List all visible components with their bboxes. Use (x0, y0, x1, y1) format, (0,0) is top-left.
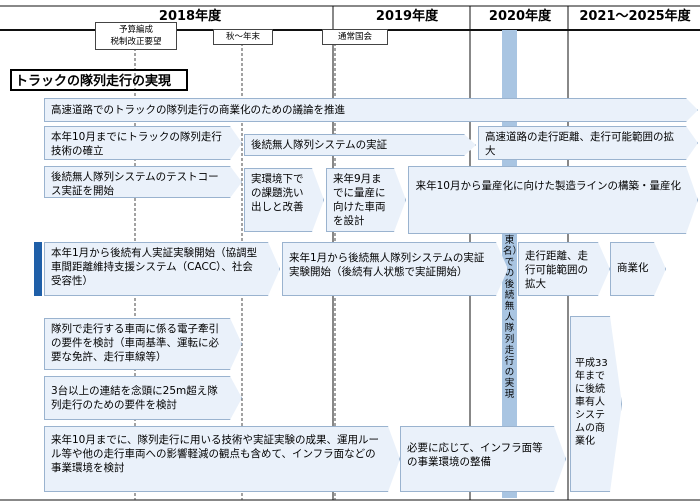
arrow-manned-commercial: 平成33年までに後続車有人システムの商業化 (570, 316, 622, 492)
arrow-infrastructure-study: 来年10月までに、隊列走行に用いる技術や実証実験の成果、運用ルール等や他の走行車… (44, 426, 400, 492)
year-2018: 2018年度 (158, 9, 222, 24)
arrow-unmanned-demo: 後続無人隊列システムの実証 (244, 134, 476, 156)
arrow-unmanned-experiment: 来年1月から後続無人隊列システムの実証実験開始（後続有人状態で実証開始） (282, 242, 508, 296)
year-2021-2025: 2021～2025年度 (579, 9, 691, 24)
section-accent (34, 242, 42, 296)
arrow-commercialize: 商業化 (610, 242, 666, 296)
note-autumn: 秋～年末 (213, 29, 273, 45)
note-budget: 予算編成 税制改正要望 (95, 22, 177, 50)
note-diet: 通常国会 (322, 29, 388, 45)
year-2019: 2019年度 (375, 9, 439, 24)
arrow-infrastructure-setup: 必要に応じて、インフラ面等の事業環境の整備 (400, 426, 566, 492)
arrow-tech-establish: 本年10月までにトラックの隊列走行技術の確立 (44, 126, 242, 160)
arrow-distance-expand: 走行距離、走行可能範囲の拡大 (518, 242, 610, 296)
year-2020: 2020年度 (488, 9, 552, 24)
arrow-vehicle-design: 来年9月までに量産に向けた車両を設計 (326, 168, 406, 232)
arrow-commercial-discussion: 高速道路でのトラックの隊列走行の商業化のための議論を推進 (44, 98, 698, 122)
arrow-manned-demo: 本年1月から後続有人実証実験開始（協調型車間距離維持支援システム（CACC）、社… (44, 242, 280, 296)
arrow-test-course: 後続無人隊列システムのテストコース実証を開始 (44, 166, 242, 198)
arrow-mass-production: 来年10月から量産化に向けた製造ラインの構築・量産化 (408, 166, 698, 234)
arrow-25m-requirement: 3台以上の連結を念頭に25m超え隊列走行のための要件を検討 (44, 376, 242, 420)
arrow-expand-range: 高速道路の走行距離、走行可能範囲の拡大 (478, 126, 698, 160)
arrow-electronic-tow: 隊列で走行する車両に係る電子牽引の要件を検討（車両基準、運転に必要な免許、走行車… (44, 318, 242, 370)
section-title: トラックの隊列走行の実現 (10, 69, 188, 91)
arrow-real-env: 実環境下での課題洗い出しと改善 (244, 168, 324, 232)
